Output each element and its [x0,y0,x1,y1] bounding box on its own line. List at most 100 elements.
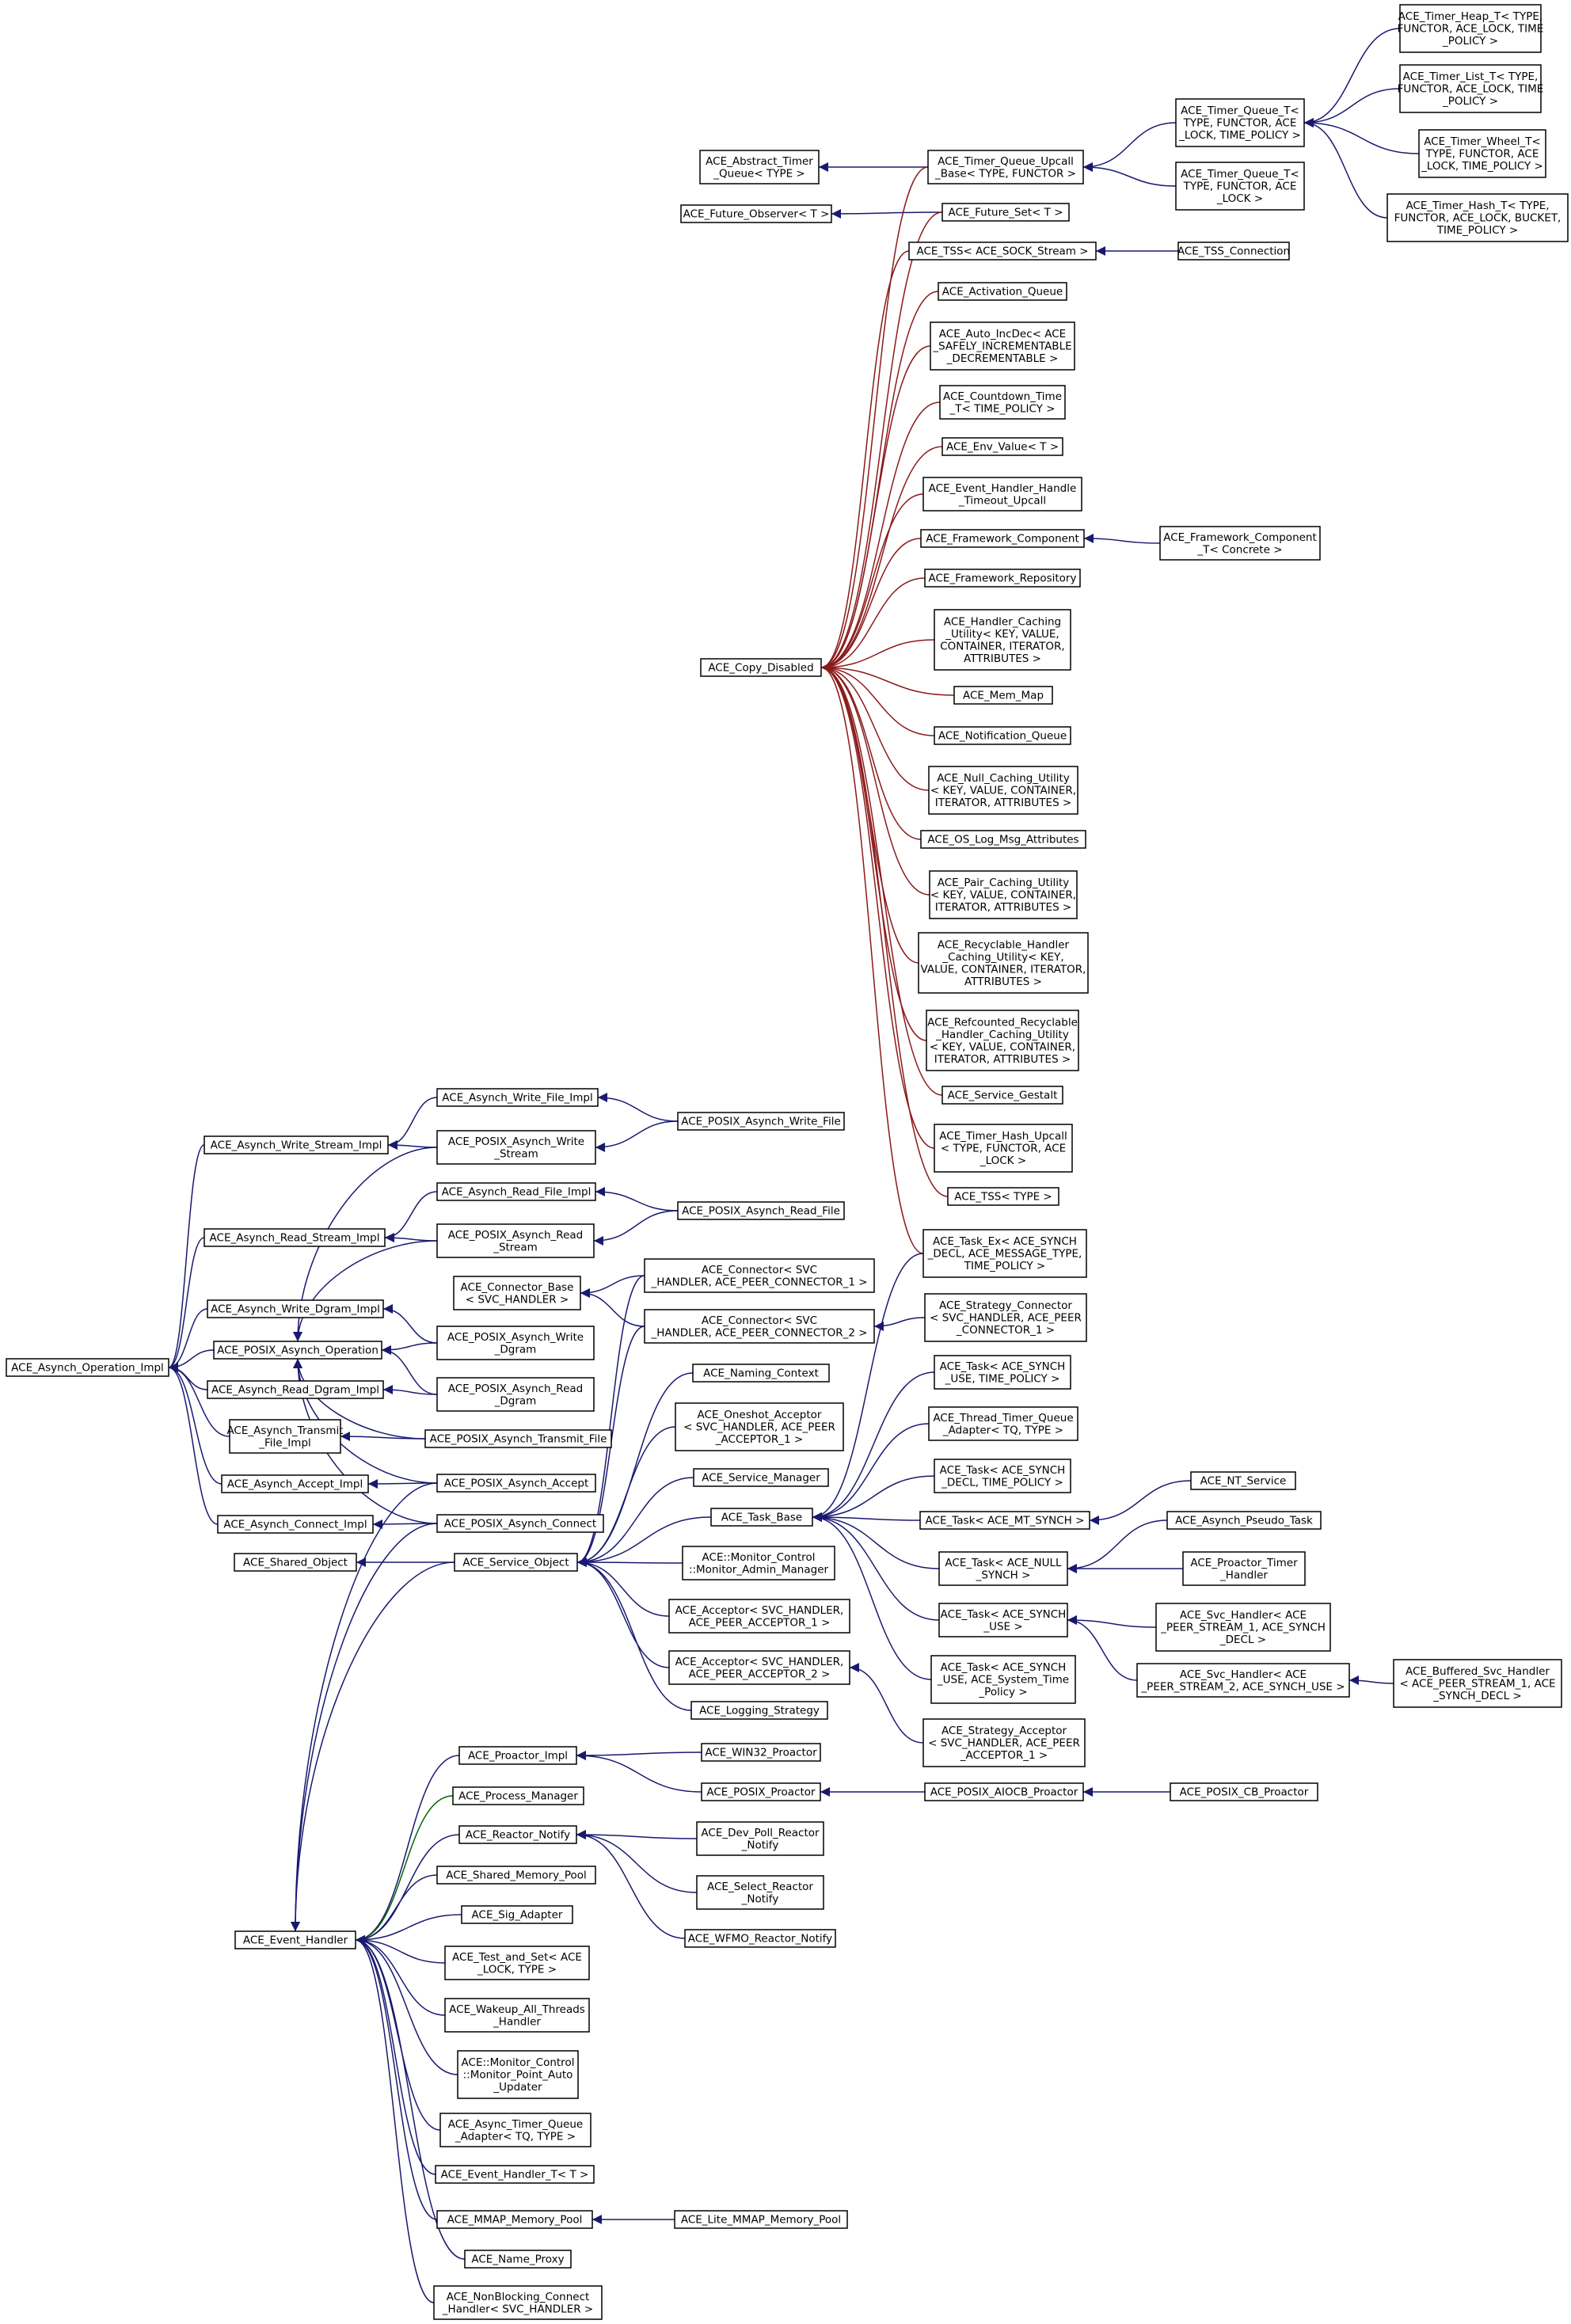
class-node-paiocb[interactable]: ACE_POSIX_AIOCB_Proactor [924,1782,1084,1801]
class-node-nq[interactable]: ACE_Notification_Queue [934,726,1071,745]
class-node-pard[interactable]: ACE_POSIX_Asynch_Read_Dgram [436,1377,595,1412]
class-node-w32p[interactable]: ACE_WIN32_Proactor [701,1743,821,1762]
class-node-mpau[interactable]: ACE::Monitor_Control::Monitor_Point_Auto… [457,2050,579,2099]
class-node-t_mt[interactable]: ACE_Task< ACE_MT_SYNCH > [919,1511,1090,1530]
class-node-fr[interactable]: ACE_Framework_Repository [924,569,1081,588]
class-node-pawf[interactable]: ACE_POSIX_Asynch_Write_File [677,1112,845,1131]
class-node-tqt_b[interactable]: ACE_Timer_Queue_T<TYPE, FUNCTOR, ACE_LOC… [1175,162,1305,211]
class-node-smp[interactable]: ACE_Shared_Memory_Pool [436,1866,596,1885]
class-node-pp[interactable]: ACE_POSIX_Proactor [701,1782,821,1801]
class-node-mmp[interactable]: ACE_MMAP_Memory_Pool [436,2210,593,2229]
class-node-np[interactable]: ACE_Name_Proxy [464,2250,572,2269]
class-node-pars[interactable]: ACE_POSIX_Asynch_Read_Stream [436,1223,595,1258]
class-node-patf[interactable]: ACE_POSIX_Asynch_Transmit_File [424,1429,612,1448]
class-node-sg[interactable]: ACE_Service_Gestalt [941,1086,1063,1105]
class-node-awdi[interactable]: ACE_Asynch_Write_Dgram_Impl [207,1299,384,1318]
class-node-rhcu[interactable]: ACE_Recyclable_Handler_Caching_Utility< … [918,932,1089,994]
class-node-sa1[interactable]: ACE_Strategy_Acceptor< SVC_HANDLER, ACE_… [922,1718,1086,1767]
class-node-cb[interactable]: ACE_Connector_Base< SVC_HANDLER > [453,1276,581,1310]
class-node-aci[interactable]: ACE_Asynch_Connect_Impl [217,1515,374,1534]
class-node-aai[interactable]: ACE_Asynch_Accept_Impl [221,1474,369,1493]
class-node-eht[interactable]: ACE_Event_Handler_T< T > [435,2165,595,2184]
class-node-thh[interactable]: ACE_Timer_Hash_T< TYPE,FUNCTOR, ACE_LOCK… [1387,193,1569,242]
class-node-paa[interactable]: ACE_POSIX_Asynch_Accept [436,1474,596,1493]
class-node-tas[interactable]: ACE_Test_and_Set< ACE_LOCK, TYPE > [444,1946,590,1980]
class-node-ehhtu[interactable]: ACE_Event_Handler_Handle_Timeout_Upcall [922,477,1082,512]
class-node-aid[interactable]: ACE_Auto_IncDec< ACE_SAFELY_INCREMENTABL… [930,321,1075,371]
class-node-olma[interactable]: ACE_OS_Log_Msg_Attributes [920,830,1086,849]
class-node-ncu[interactable]: ACE_Null_Caching_Utility< KEY, VALUE, CO… [928,766,1078,815]
class-node-a2[interactable]: ACE_Acceptor< SVC_HANDLER,ACE_PEER_ACCEP… [668,1650,850,1685]
class-node-ev[interactable]: ACE_Env_Value< T > [941,437,1063,456]
class-node-srn[interactable]: ACE_Select_Reactor_Notify [696,1875,824,1910]
class-node-t_use[interactable]: ACE_Task< ACE_SYNCH_USE > [938,1603,1068,1637]
class-node-awsi[interactable]: ACE_Asynch_Write_Stream_Impl [204,1135,389,1154]
class-node-atfi[interactable]: ACE_Asynch_Transmit_File_Impl [226,1419,344,1454]
class-node-lmmp[interactable]: ACE_Lite_MMAP_Memory_Pool [674,2210,848,2229]
class-node-sc[interactable]: ACE_Strategy_Connector< SVC_HANDLER, ACE… [924,1293,1087,1342]
class-node-fc[interactable]: ACE_Framework_Component [920,529,1085,548]
class-node-mam[interactable]: ACE::Monitor_Control::Monitor_Admin_Mana… [682,1546,835,1580]
class-node-tqt_a[interactable]: ACE_Timer_Queue_T<TYPE, FUNCTOR, ACE_LOC… [1175,98,1305,147]
class-node-fct[interactable]: ACE_Framework_Component_T< Concrete > [1159,526,1321,561]
class-node-arsi[interactable]: ACE_Asynch_Read_Stream_Impl [204,1228,386,1247]
class-node-parf[interactable]: ACE_POSIX_Asynch_Read_File [677,1201,845,1220]
class-node-rn[interactable]: ACE_Reactor_Notify [458,1825,577,1844]
class-node-tb[interactable]: ACE_Task_Base [710,1508,813,1527]
class-node-oa[interactable]: ACE_Oneshot_Acceptor< SVC_HANDLER, ACE_P… [675,1402,844,1451]
class-node-apt[interactable]: ACE_Asynch_Pseudo_Task [1166,1511,1322,1530]
class-node-wrn[interactable]: ACE_WFMO_Reactor_Notify [684,1929,836,1948]
class-node-th[interactable]: ACE_Timer_Heap_T< TYPE,FUNCTOR, ACE_LOCK… [1398,4,1544,53]
class-node-cdt[interactable]: ACE_Countdown_Time_T< TIME_POLICY > [939,385,1066,420]
class-node-c1[interactable]: ACE_Connector< SVC_HANDLER, ACE_PEER_CON… [644,1258,875,1293]
class-node-tw[interactable]: ACE_Timer_Wheel_T<TYPE, FUNCTOR, ACE_LOC… [1418,129,1546,178]
class-node-tex[interactable]: ACE_Task_Ex< ACE_SYNCH_DECL, ACE_MESSAGE… [922,1229,1087,1278]
class-node-nc[interactable]: ACE_Naming_Context [692,1364,830,1383]
class-node-pac[interactable]: ACE_POSIX_Asynch_Connect [436,1514,604,1533]
class-node-svh1[interactable]: ACE_Svc_Handler< ACE_PEER_STREAM_1, ACE_… [1155,1603,1331,1652]
class-node-sa[interactable]: ACE_Sig_Adapter [461,1905,573,1924]
class-node-thu[interactable]: ACE_Timer_Hash_Upcall< TYPE, FUNCTOR, AC… [934,1124,1073,1173]
class-node-t_use_tp[interactable]: ACE_Task< ACE_SYNCH_USE, TIME_POLICY > [934,1355,1071,1390]
class-node-aq[interactable]: ACE_Activation_Queue [938,282,1067,301]
class-node-sm[interactable]: ACE_Service_Manager [693,1468,829,1487]
class-node-tssc[interactable]: ACE_TSS_Connection [1177,242,1290,261]
class-node-pcbp[interactable]: ACE_POSIX_CB_Proactor [1170,1782,1318,1801]
class-node-tss_t[interactable]: ACE_TSS< TYPE > [947,1187,1059,1206]
class-node-proi[interactable]: ACE_Proactor_Impl [458,1746,577,1765]
class-node-ardi[interactable]: ACE_Asynch_Read_Dgram_Impl [207,1380,384,1399]
class-node-t_use_stp[interactable]: ACE_Task< ACE_SYNCH_USE, ACE_System_Time… [930,1655,1076,1704]
class-node-t_null[interactable]: ACE_Task< ACE_NULL_SYNCH > [938,1551,1068,1586]
class-node-mm[interactable]: ACE_Mem_Map [953,686,1053,705]
class-node-fo[interactable]: ACE_Future_Observer< T > [680,204,832,223]
class-node-a1[interactable]: ACE_Acceptor< SVC_HANDLER,ACE_PEER_ACCEP… [668,1599,850,1634]
class-node-tqub[interactable]: ACE_Timer_Queue_Upcall_Base< TYPE, FUNCT… [927,150,1084,184]
class-node-atq[interactable]: ACE_Abstract_Timer_Queue< TYPE > [699,150,820,184]
class-node-so[interactable]: ACE_Shared_Object [234,1553,357,1572]
class-node-arfi[interactable]: ACE_Asynch_Read_File_Impl [436,1182,596,1201]
class-node-pawd[interactable]: ACE_POSIX_Asynch_Write_Dgram [436,1326,595,1360]
class-node-pth[interactable]: ACE_Proactor_Timer_Handler [1182,1551,1306,1586]
class-node-tss_sock[interactable]: ACE_TSS< ACE_SOCK_Stream > [908,242,1097,261]
class-node-fs[interactable]: ACE_Future_Set< T > [941,203,1070,222]
class-node-atqa[interactable]: ACE_Async_Timer_Queue_Adapter< TQ, TYPE … [439,2113,592,2147]
class-node-ls[interactable]: ACE_Logging_Strategy [690,1701,828,1720]
class-node-wath[interactable]: ACE_Wakeup_All_Threads_Handler [444,1998,590,2033]
class-node-nbch[interactable]: ACE_NonBlocking_Connect_Handler< SVC_HAN… [433,2285,603,2320]
class-node-bsh[interactable]: ACE_Buffered_Svc_Handler< ACE_PEER_STREA… [1393,1659,1562,1708]
class-node-pm[interactable]: ACE_Process_Manager [452,1786,584,1805]
class-node-pao[interactable]: ACE_POSIX_Asynch_Operation [213,1341,382,1360]
class-node-c2[interactable]: ACE_Connector< SVC_HANDLER, ACE_PEER_CON… [644,1309,875,1344]
class-node-eh[interactable]: ACE_Event_Handler [234,1930,356,1949]
class-node-awfi[interactable]: ACE_Asynch_Write_File_Impl [436,1088,599,1107]
class-node-hcu[interactable]: ACE_Handler_Caching_Utility< KEY, VALUE,… [934,609,1071,671]
class-node-aoi[interactable]: ACE_Asynch_Operation_Impl [6,1358,169,1377]
class-node-tl[interactable]: ACE_Timer_List_T< TYPE,FUNCTOR, ACE_LOCK… [1398,64,1544,113]
class-node-cd[interactable]: ACE_Copy_Disabled [700,658,822,677]
class-node-pcu[interactable]: ACE_Pair_Caching_Utility< KEY, VALUE, CO… [929,870,1078,919]
class-node-rrhcu[interactable]: ACE_Refcounted_Recyclable_Handler_Cachin… [926,1010,1079,1071]
class-node-svh2[interactable]: ACE_Svc_Handler< ACE_PEER_STREAM_2, ACE_… [1136,1663,1350,1698]
class-node-paws[interactable]: ACE_POSIX_Asynch_Write_Stream [436,1130,596,1165]
class-node-t_decl_tp[interactable]: ACE_Task< ACE_SYNCH_DECL, TIME_POLICY > [934,1459,1071,1493]
class-node-dprn[interactable]: ACE_Dev_Poll_Reactor_Notify [696,1821,824,1856]
